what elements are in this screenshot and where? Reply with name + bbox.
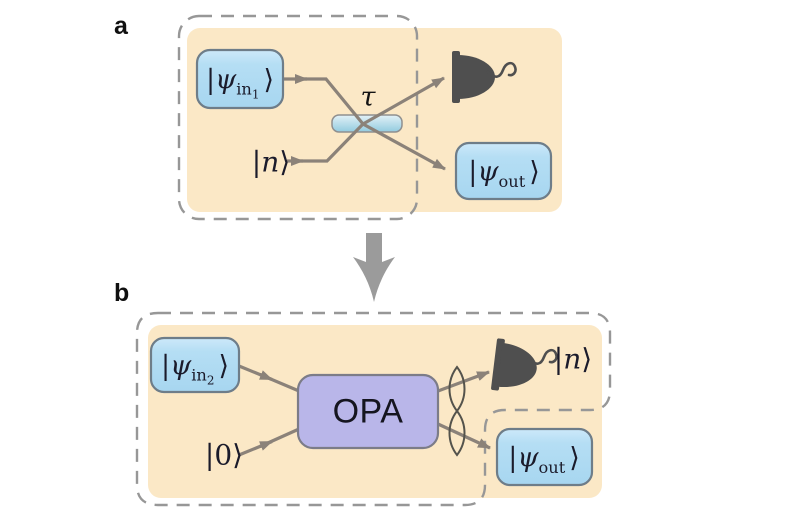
opa-box <box>296 373 440 450</box>
ket-psi-out-a-pipe: | <box>468 156 478 188</box>
beam-n-to-detector <box>292 76 445 163</box>
ket-psi-in2: |ψin2⟩ <box>160 350 230 388</box>
ket-psi-out-b-subscript: out <box>538 457 566 477</box>
ket-vacuum-rangle: ⟩ <box>232 438 244 472</box>
ket-psi-out-b: |ψout⟩ <box>508 442 580 477</box>
panel-b-label: b <box>114 279 130 307</box>
ket-psi-in2-rangle: ⟩ <box>218 350 230 382</box>
ket-psi-in2-subscript: in <box>191 365 207 385</box>
beam-psi-in2-to-opa <box>259 373 300 393</box>
ket-psi-in1: |ψin1⟩ <box>205 64 275 102</box>
ket-psi-in2-subsubscript: 2 <box>206 374 215 389</box>
beam-splitter-label: τ <box>360 81 376 113</box>
ket-psi-in1-rangle: ⟩ <box>263 64 275 96</box>
ket-psi-in1-symbol: ψ <box>215 64 237 96</box>
state-box-psi-out-b <box>495 427 594 487</box>
entanglement-loop-icon <box>448 365 466 457</box>
ket-psi-in2-symbol: ψ <box>170 350 192 382</box>
ket-vacuum: |0⟩ <box>205 439 243 472</box>
ket-psi-out-b-symbol: ψ <box>517 442 539 474</box>
ket-n-ancilla: |n⟩ <box>252 146 290 179</box>
panel-transition-arrow-icon <box>353 233 395 302</box>
ket-n-outcome-pipe: | <box>553 342 564 376</box>
ket-psi-in1-pipe: | <box>205 64 216 96</box>
ket-psi-out-b-rangle: ⟩ <box>569 442 580 474</box>
ket-psi-out-a-symbol: ψ <box>477 156 499 188</box>
state-box-psi-in2 <box>149 336 241 394</box>
ket-vacuum-pipe: | <box>204 438 215 472</box>
ket-psi-out-a-subscript: out <box>498 171 526 191</box>
ket-psi-in1-subscript: in <box>236 79 252 99</box>
opa-label: OPA <box>332 392 404 431</box>
state-box-psi-out-a <box>454 141 553 201</box>
ket-n-outcome: |n⟩ <box>554 343 592 376</box>
ket-n-symbol: n <box>261 145 280 179</box>
ket-psi-out-b-pipe: | <box>508 442 518 474</box>
ket-psi-out-a-rangle: ⟩ <box>529 156 540 188</box>
panel-a-beams <box>283 74 446 171</box>
panel-b-dashed-box <box>135 311 612 507</box>
ket-n-outcome-rangle: ⟩ <box>581 342 593 376</box>
panel-a-dashed-box <box>177 14 419 221</box>
ket-vacuum-symbol: 0 <box>214 438 233 472</box>
ket-psi-out-a: |ψout⟩ <box>468 156 540 191</box>
ket-psi-in1-subsubscript: 1 <box>251 88 260 103</box>
ket-n-rangle: ⟩ <box>279 145 291 179</box>
state-box-psi-in1 <box>195 48 285 110</box>
beam-psi-in1-to-output <box>295 77 446 171</box>
panel-a-label: a <box>114 12 128 40</box>
ket-n-pipe: | <box>251 145 262 179</box>
ket-n-outcome-symbol: n <box>563 342 582 376</box>
beam-vacuum-to-opa <box>259 427 300 448</box>
ket-psi-in2-pipe: | <box>160 350 171 382</box>
